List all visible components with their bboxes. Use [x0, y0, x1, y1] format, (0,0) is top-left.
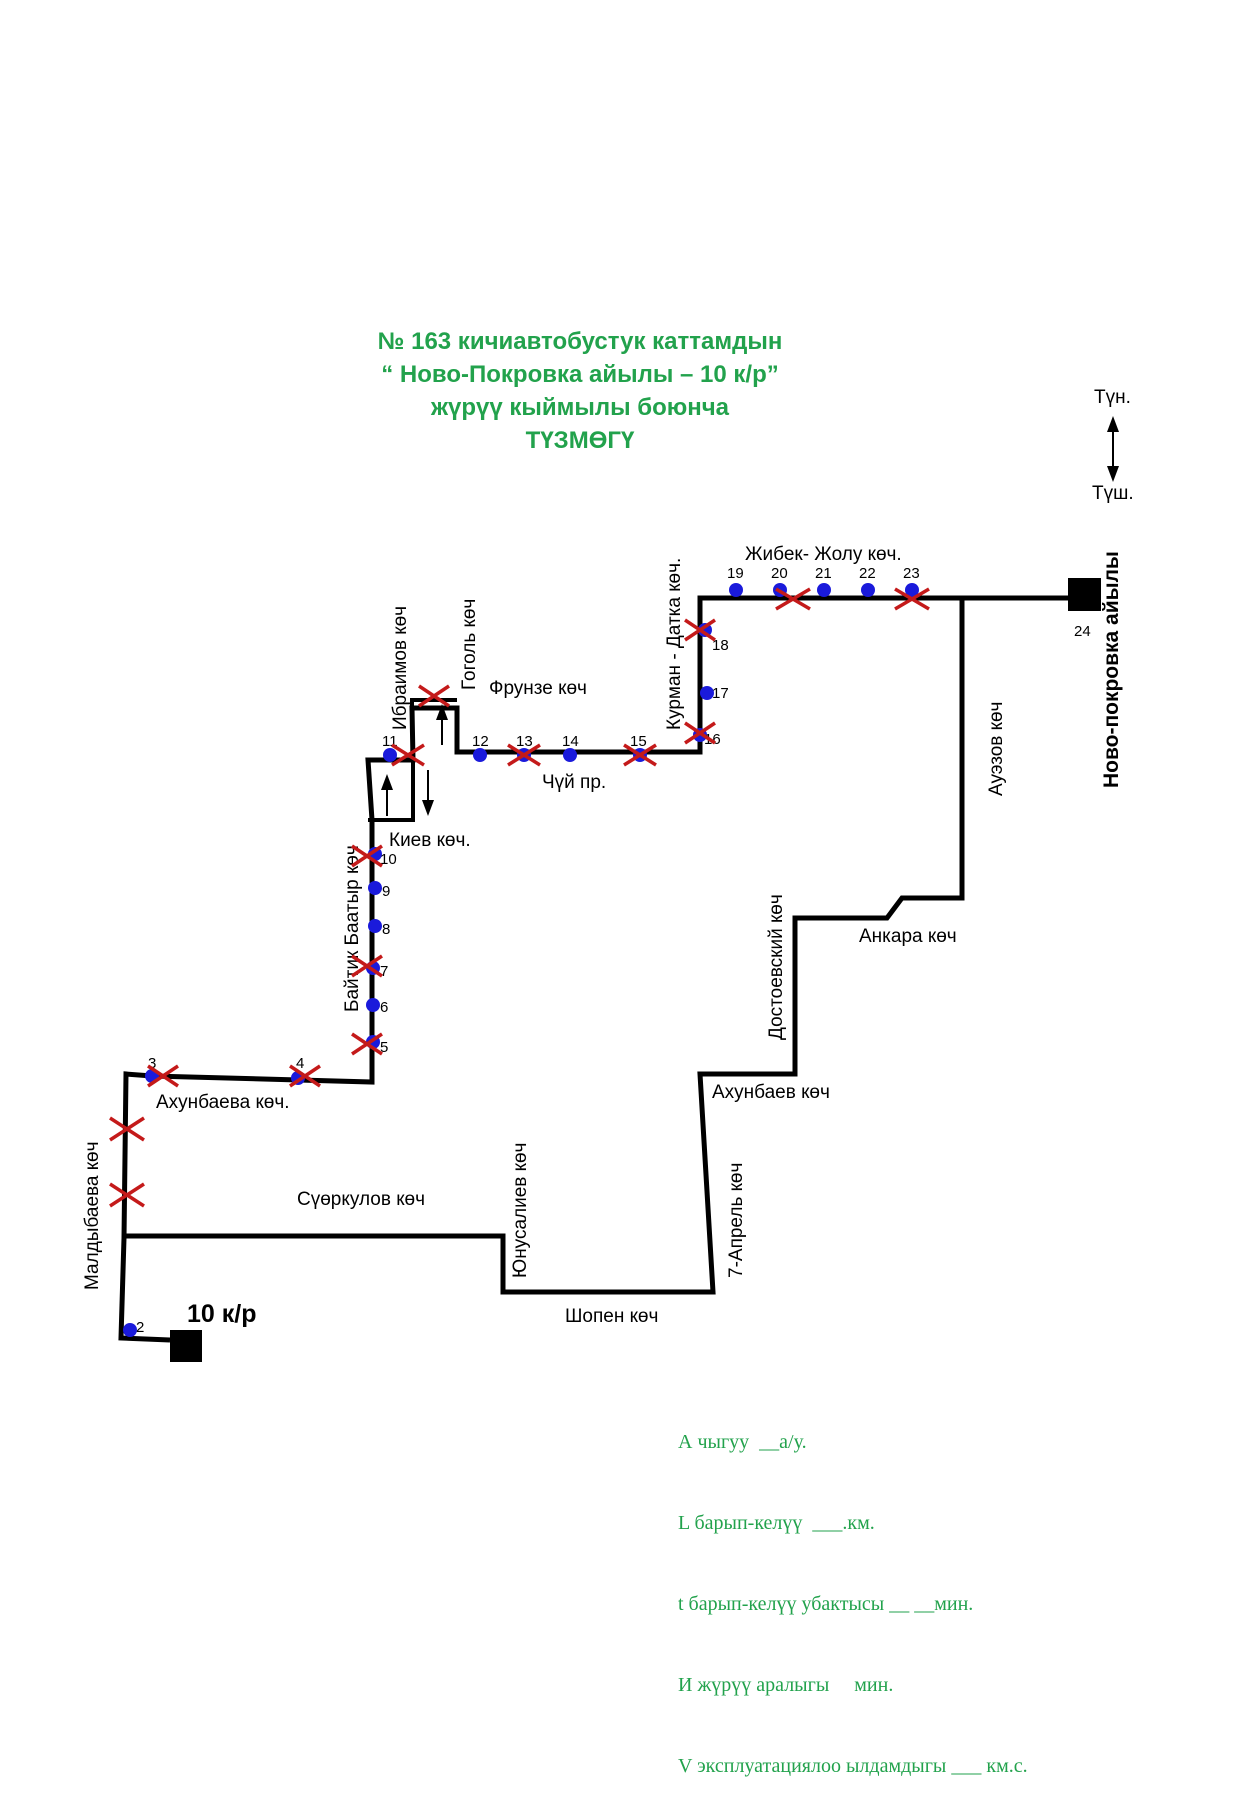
- route-ibraimov-line: [368, 760, 415, 822]
- cross-icon: [623, 743, 657, 767]
- stop-number: 7: [380, 963, 388, 980]
- compass-arrow-down-icon: [1107, 466, 1119, 482]
- compass-arrow-up-icon: [1107, 416, 1119, 432]
- street-kiev: Киев көч.: [389, 830, 471, 851]
- stop-number: 14: [562, 733, 579, 750]
- stop-number: 17: [712, 685, 729, 702]
- cross-icon: [507, 743, 541, 767]
- street-gogol: Гоголь көч: [459, 599, 480, 690]
- compass-south-label: Түш.: [1092, 483, 1134, 504]
- terminal-end-label: Ново-покровка айылы: [1100, 551, 1123, 788]
- route-south-line: [124, 598, 965, 1295]
- street-akhunbaev-right: Ахунбаев көч: [712, 1082, 830, 1103]
- stop-number: 10: [380, 851, 397, 868]
- stop-dot[interactable]: [861, 583, 875, 597]
- terminal-start-label: 10 к/р: [187, 1300, 256, 1328]
- cross-icon: [147, 1064, 179, 1088]
- street-dostoevsky: Достоевский көч: [766, 894, 787, 1040]
- cross-icon: [109, 1116, 145, 1142]
- stop-dot[interactable]: [563, 748, 577, 762]
- direction-arrows: [381, 704, 460, 816]
- map-title: № 163 кичиавтобустук каттамдын “ Ново-По…: [250, 325, 910, 457]
- compass-north-label: Түн.: [1094, 387, 1131, 408]
- street-kurman-datka: Курман - Датка көч.: [664, 558, 685, 730]
- legend-line-4: И жүрүү аралыгы мин.: [678, 1674, 894, 1696]
- stop-dot[interactable]: [698, 623, 712, 637]
- stop-dot[interactable]: [383, 748, 397, 762]
- stop-number: 3: [148, 1055, 156, 1072]
- street-baitik: Байтик Баатыр көч: [342, 845, 363, 1012]
- stop-number: 22: [859, 565, 876, 582]
- route-main-line: [118, 595, 1095, 1343]
- stop-dot[interactable]: [368, 881, 382, 895]
- cross-icon: [418, 684, 450, 708]
- legend-line-5: V эксплуатациялоо ылдамдыгы ___ км.с.: [678, 1755, 1028, 1777]
- stop-dot[interactable]: [473, 748, 487, 762]
- stop-number: 4: [296, 1055, 304, 1072]
- stop-number: 15: [630, 733, 647, 750]
- stop-number: 24: [1074, 623, 1091, 640]
- stop-number: 13: [516, 733, 533, 750]
- route-map: Түн. Түш. 10 к/р Ново-покровка айылы Жиб…: [82, 387, 1134, 1362]
- stop-dot[interactable]: [123, 1323, 137, 1337]
- cross-icon: [351, 844, 383, 868]
- stop-dot[interactable]: [905, 583, 919, 597]
- street-frunze: Фрунзе көч: [489, 678, 587, 699]
- arrow-up-icon: [381, 774, 393, 790]
- cross-icon: [775, 587, 811, 611]
- stop-number: 23: [903, 565, 920, 582]
- stop-number: 2: [136, 1319, 144, 1336]
- cross-icon: [351, 954, 383, 978]
- stop-dot[interactable]: [700, 686, 714, 700]
- title-line-2: “ Ново-Покровка айылы – 10 к/р”: [381, 361, 779, 388]
- title-line-1: № 163 кичиавтобустук каттамдын: [377, 328, 783, 355]
- street-labels: Жибек- Жолу көч. Курман - Датка көч. Гог…: [82, 544, 1007, 1327]
- cross-icon: [894, 587, 930, 611]
- street-maldybaeva: Малдыбаева көч: [82, 1141, 103, 1290]
- title-line-4: ТҮЗМӨГҮ: [525, 427, 635, 454]
- stop-number: 20: [771, 565, 788, 582]
- route-lines: [118, 595, 1095, 1343]
- title-line-3: жүрүү кыймылы боюнча: [430, 394, 730, 421]
- legend-line-2: L барып-келүү ___.км.: [678, 1512, 875, 1534]
- terminal-end-square: [1068, 578, 1101, 611]
- stop-number: 5: [380, 1039, 388, 1056]
- street-shopen: Шопен көч: [565, 1306, 658, 1327]
- street-suerkulov: Сүөркулов көч: [297, 1189, 425, 1210]
- stop-dot[interactable]: [729, 583, 743, 597]
- cross-icon: [684, 721, 716, 745]
- stop-number: 8: [382, 921, 390, 938]
- stop-dot[interactable]: [817, 583, 831, 597]
- stop-dot[interactable]: [366, 998, 380, 1012]
- cross-icon: [109, 1182, 145, 1208]
- stop-number: 19: [727, 565, 744, 582]
- arrow-down-icon: [422, 800, 434, 816]
- stop-number: 9: [382, 883, 390, 900]
- stop-number: 18: [712, 637, 729, 654]
- stop-number: 12: [472, 733, 489, 750]
- street-zhibek-zholu: Жибек- Жолу көч.: [745, 544, 902, 565]
- cross-icon: [289, 1064, 321, 1088]
- route-legend: А чыгуу __а/у. L барып-келүү ___.км. t б…: [678, 1375, 1028, 1807]
- closed-stop-crosses: [109, 587, 930, 1208]
- legend-line-1: А чыгуу __а/у.: [678, 1431, 807, 1453]
- cross-icon: [391, 743, 425, 767]
- legend-line-3: t барып-келүү убактысы __ __мин.: [678, 1593, 974, 1615]
- cross-icon: [684, 618, 716, 642]
- street-auezov: Ауэзов көч: [986, 702, 1007, 796]
- street-ibraimov: Ибраимов көч: [390, 606, 411, 730]
- street-akhunbaeva-left: Ахунбаева көч.: [156, 1092, 290, 1113]
- stop-numbers: 2 3 4 5 6 7 8 9 10 11 12 13 14 15 16 17 …: [136, 565, 1091, 1336]
- cross-icon: [351, 1032, 383, 1056]
- street-chui: Чүй пр.: [542, 772, 606, 793]
- street-ankara: Анкара көч: [859, 926, 957, 947]
- terminal-start-square: [170, 1330, 202, 1362]
- street-yunusaliev: Юнусалиев көч: [510, 1143, 531, 1278]
- arrow-up-icon-2: [436, 704, 448, 720]
- stop-dot[interactable]: [368, 919, 382, 933]
- compass: Түн. Түш.: [1092, 387, 1134, 504]
- stop-number: 6: [380, 999, 388, 1016]
- stop-number: 21: [815, 565, 832, 582]
- street-april7: 7-Апрель көч: [726, 1163, 747, 1278]
